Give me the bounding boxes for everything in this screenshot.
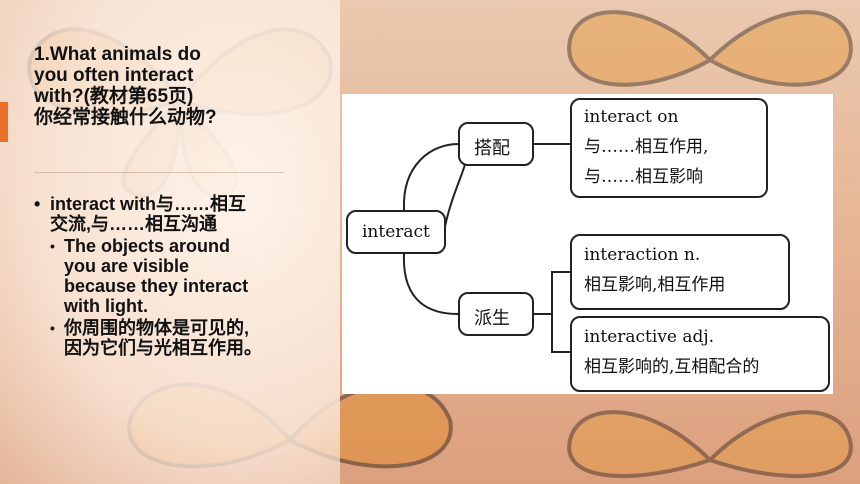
leaf-interactive: interactive adj. 相互影响的,互相配合的 [570, 316, 830, 392]
butterfly-decoration-icon [567, 10, 853, 87]
bullet-line: you are visible [64, 256, 190, 276]
leaf-line: interactive adj. [584, 327, 715, 347]
title-line: with?(教材第65页) [34, 86, 194, 107]
branch-label: 搭配 [474, 138, 510, 159]
leaf-line: interaction n. [584, 245, 701, 265]
branch-label: 派生 [474, 308, 510, 329]
leaf-line: 相互影响,相互作用 [584, 275, 726, 295]
bullet-list: interact with与……相互 交流,与……相互沟通 The object… [34, 194, 334, 358]
bullet-main: interact with与……相互 交流,与……相互沟通 [34, 194, 334, 234]
bullet-line: 因为它们与光相互作用。 [64, 338, 262, 358]
leaf-interaction: interaction n. 相互影响,相互作用 [570, 234, 790, 310]
bullet-line: 你周围的物体是可见的, [64, 318, 249, 338]
branch-node-collocation: 搭配 [458, 122, 534, 166]
leaf-interact-on: interact on 与……相互作用, 与……相互影响 [570, 98, 768, 198]
bullet-line: interact with与……相互 [50, 194, 247, 214]
leaf-line: 与……相互影响 [584, 167, 703, 187]
leaf-line: 相互影响的,互相配合的 [584, 357, 760, 377]
title-line: you often interact [34, 65, 194, 86]
accent-bar [0, 102, 8, 142]
root-node: interact [346, 210, 446, 254]
title-line: 你经常接触什么动物? [34, 107, 217, 128]
divider [34, 172, 284, 173]
bullet-line: The objects around [64, 236, 231, 256]
word-map-diagram: interact 搭配 派生 interact on 与……相互作用, 与……相… [342, 94, 833, 394]
leaf-line: interact on [584, 107, 679, 127]
question-title: 1.What animals do you often interact wit… [34, 44, 284, 128]
bullet-line: with light. [64, 296, 148, 316]
root-label: interact [362, 222, 430, 242]
sub-bullet-translation: 你周围的物体是可见的, 因为它们与光相互作用。 [34, 318, 334, 358]
bullet-line: 交流,与……相互沟通 [50, 214, 218, 234]
bullet-line: because they interact [64, 276, 249, 296]
sub-bullet-example: The objects around you are visible becau… [34, 236, 334, 316]
title-line: 1.What animals do [34, 44, 201, 65]
branch-node-derivative: 派生 [458, 292, 534, 336]
butterfly-decoration-icon [567, 410, 853, 478]
leaf-line: 与……相互作用, [584, 137, 709, 157]
